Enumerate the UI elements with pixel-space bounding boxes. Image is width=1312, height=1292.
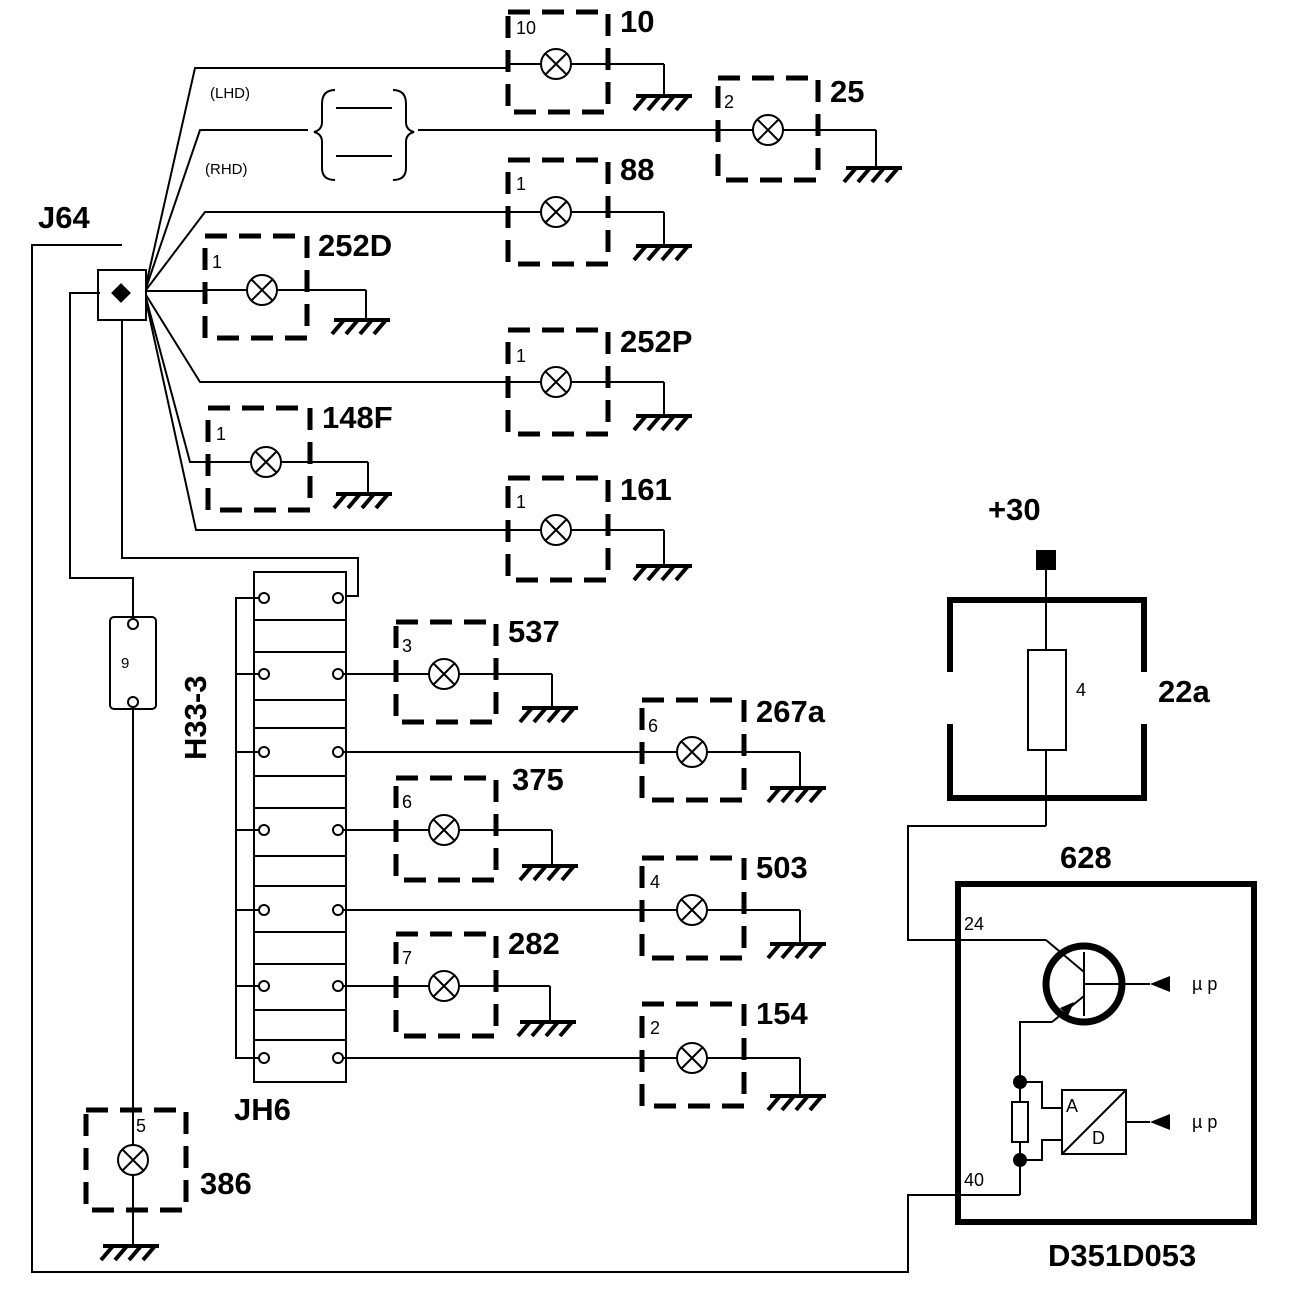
svg-text:88: 88 bbox=[620, 152, 654, 187]
lamp-282: 7 282 bbox=[343, 926, 578, 1039]
svg-text:1: 1 bbox=[216, 424, 226, 444]
lamp-267a: 6 267a bbox=[343, 694, 828, 804]
svg-text:161: 161 bbox=[620, 472, 672, 507]
svg-text:µ p: µ p bbox=[1192, 1112, 1217, 1132]
lamp-252P: 1 252P bbox=[505, 324, 694, 437]
svg-text:628: 628 bbox=[1060, 840, 1112, 875]
control-unit-628: 628 24 40 µ p A D µ p bbox=[955, 840, 1257, 1225]
svg-text:2: 2 bbox=[650, 1018, 660, 1038]
svg-text:6: 6 bbox=[648, 716, 658, 736]
diagram-id: D351D053 bbox=[1048, 1238, 1196, 1273]
lamp-503: 4 503 bbox=[343, 850, 828, 961]
svg-text:282: 282 bbox=[508, 926, 560, 961]
svg-text:+30: +30 bbox=[988, 492, 1041, 527]
svg-text:252D: 252D bbox=[318, 228, 392, 263]
svg-text:148F: 148F bbox=[322, 400, 393, 435]
lamp-88: 1 88 bbox=[505, 152, 694, 267]
svg-text:1: 1 bbox=[516, 346, 526, 366]
lhd-label: (LHD) bbox=[210, 85, 250, 102]
option-brace-right bbox=[392, 89, 415, 181]
svg-text:D: D bbox=[1092, 1128, 1105, 1148]
svg-text:386: 386 bbox=[200, 1166, 252, 1201]
fuse-connector-h33-3: 9 H33-3 bbox=[109, 616, 213, 760]
svg-text:7: 7 bbox=[402, 948, 412, 968]
svg-text:252P: 252P bbox=[620, 324, 692, 359]
lamp-10: 10 10 bbox=[505, 4, 694, 115]
svg-text:1: 1 bbox=[516, 174, 526, 194]
lamp-252D: 1 252D bbox=[202, 228, 392, 341]
svg-text:40: 40 bbox=[964, 1170, 984, 1190]
svg-text:9: 9 bbox=[121, 655, 129, 672]
svg-text:4: 4 bbox=[650, 872, 660, 892]
svg-text:A: A bbox=[1066, 1096, 1078, 1116]
svg-text:10: 10 bbox=[516, 18, 536, 38]
svg-text:24: 24 bbox=[964, 914, 984, 934]
junction-node bbox=[111, 283, 131, 303]
svg-text:10: 10 bbox=[620, 4, 654, 39]
svg-text:25: 25 bbox=[830, 74, 864, 109]
svg-text:375: 375 bbox=[512, 762, 564, 797]
lamp-375: 6 375 bbox=[343, 762, 580, 883]
lamp-161: 1 161 bbox=[505, 472, 694, 583]
svg-text:503: 503 bbox=[756, 850, 808, 885]
fuse-box-22a: 4 22a bbox=[946, 570, 1210, 826]
lamp-148F: 1 148F bbox=[205, 400, 394, 513]
rhd-label: (RHD) bbox=[205, 161, 248, 178]
svg-text:2: 2 bbox=[724, 92, 734, 112]
svg-text:H33-3: H33-3 bbox=[178, 676, 213, 760]
svg-text:267a: 267a bbox=[756, 694, 826, 729]
svg-text:µ p: µ p bbox=[1192, 974, 1217, 994]
connector-block-jh6: JH6 bbox=[234, 571, 347, 1127]
svg-text:JH6: JH6 bbox=[234, 1092, 291, 1127]
option-brace-left bbox=[313, 89, 336, 181]
lamp-537: 3 537 bbox=[343, 614, 580, 725]
svg-text:4: 4 bbox=[1076, 680, 1086, 700]
lamp-386: 5 386 bbox=[83, 1107, 252, 1262]
svg-text:1: 1 bbox=[516, 492, 526, 512]
supply-terminal: +30 bbox=[988, 492, 1056, 570]
svg-text:537: 537 bbox=[508, 614, 560, 649]
svg-text:6: 6 bbox=[402, 792, 412, 812]
svg-text:22a: 22a bbox=[1158, 674, 1210, 709]
svg-text:1: 1 bbox=[212, 252, 222, 272]
svg-text:154: 154 bbox=[756, 996, 808, 1031]
lamp-154: 2 154 bbox=[343, 996, 828, 1112]
svg-text:5: 5 bbox=[136, 1116, 146, 1136]
lamp-25: 2 25 bbox=[715, 74, 904, 184]
junction-label: J64 bbox=[38, 200, 90, 235]
svg-text:3: 3 bbox=[402, 636, 412, 656]
